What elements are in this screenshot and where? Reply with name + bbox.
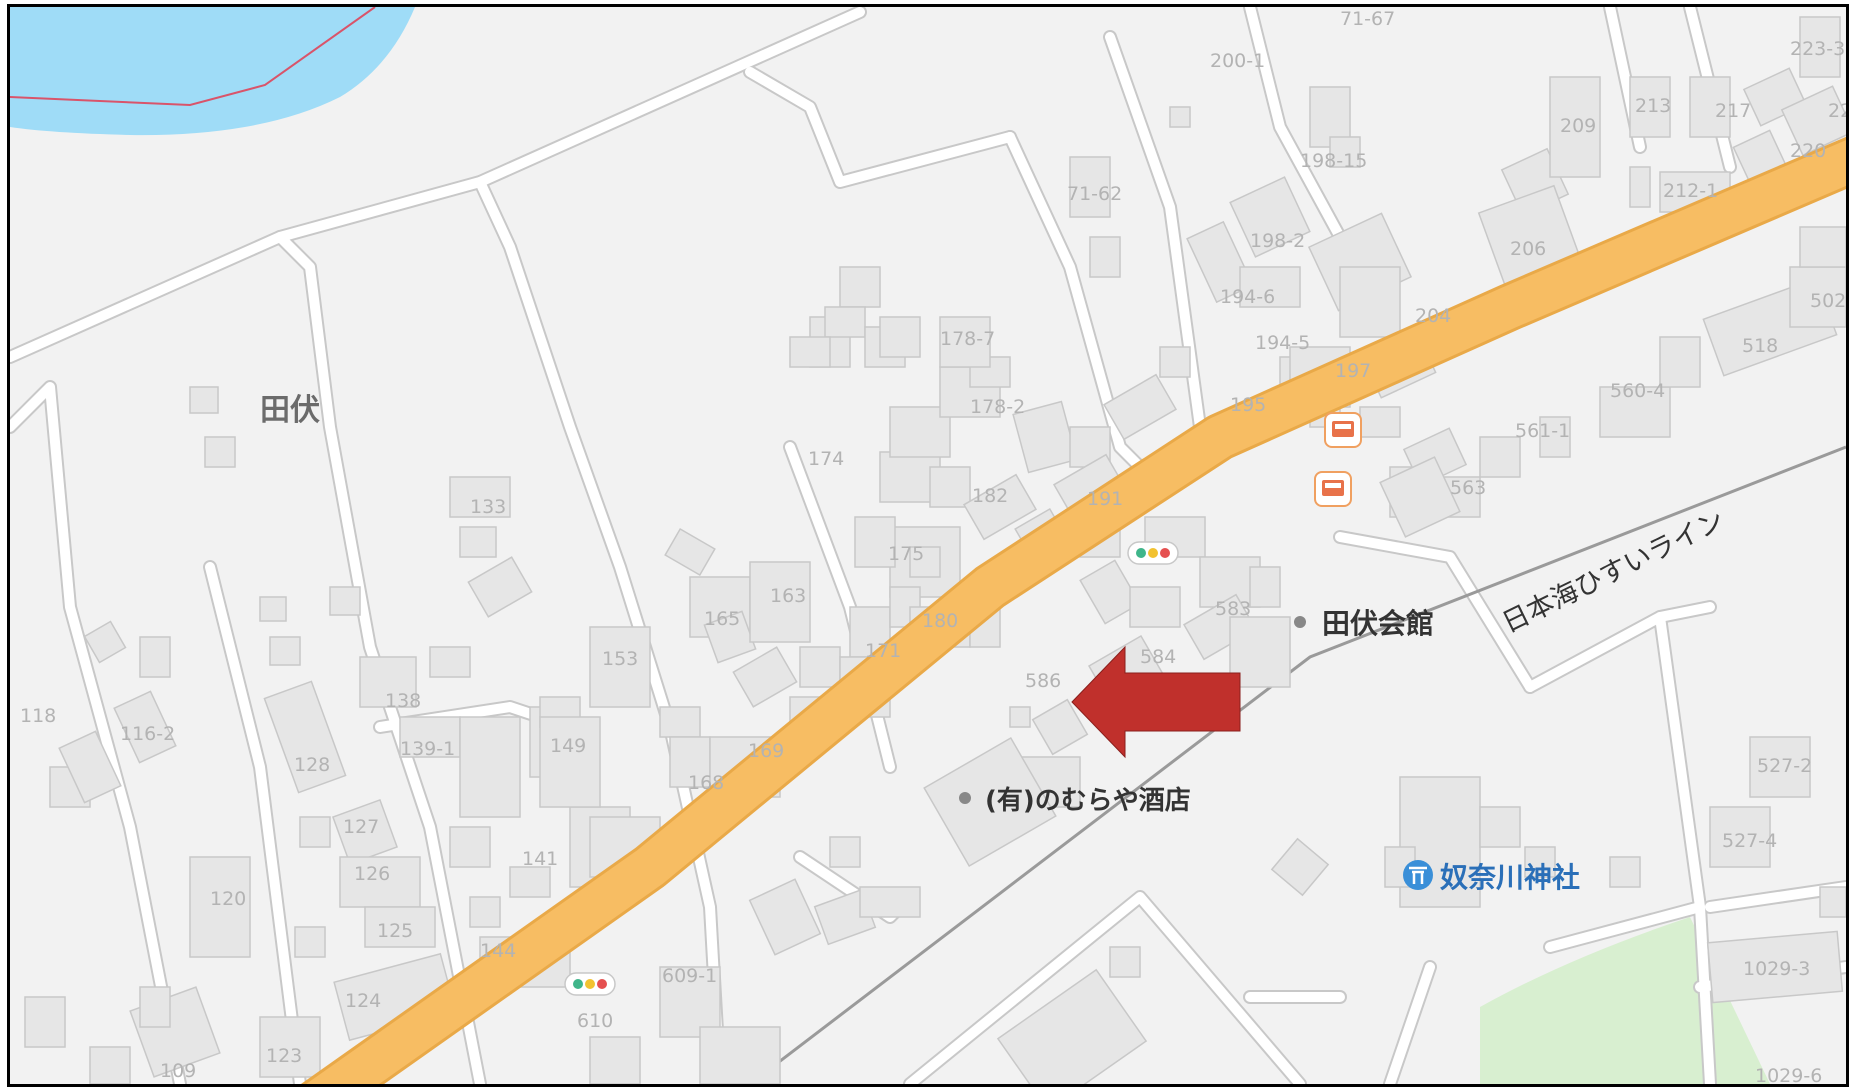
house-number: 126 — [354, 863, 390, 885]
house-number: 120 — [210, 888, 246, 910]
house-number: 153 — [602, 648, 638, 670]
house-number: 206 — [1510, 238, 1546, 260]
railway-line — [749, 445, 1846, 1084]
poi-hall[interactable]: 田伏会館 — [1294, 607, 1434, 640]
minor-roads-inner — [10, 7, 1846, 1084]
national-highway — [300, 136, 1846, 1084]
poi-shop[interactable]: (有)のむらや酒店 — [959, 786, 1191, 816]
poi-shop-label: (有)のむらや酒店 — [985, 786, 1191, 816]
house-number: 128 — [294, 754, 330, 776]
house-number: 174 — [808, 448, 844, 470]
house-number: 1029-3 — [1743, 958, 1810, 980]
house-number: 182 — [972, 485, 1008, 507]
water-body — [10, 7, 415, 136]
house-number: 195 — [1230, 394, 1266, 416]
poi-dot-icon — [959, 792, 971, 804]
house-number: 527-2 — [1757, 755, 1812, 777]
house-number: 584 — [1140, 646, 1176, 668]
house-number: 586 — [1025, 670, 1061, 692]
house-number: 180 — [922, 610, 958, 632]
railway-label: 日本海ひすいライン — [1497, 505, 1729, 639]
poi-shrine-label: 奴奈川神社 — [1439, 861, 1580, 894]
bus-stop-icon[interactable] — [1324, 412, 1362, 448]
traffic-signal-icon[interactable] — [1127, 541, 1179, 565]
house-number: 194-6 — [1220, 286, 1275, 308]
house-number: 610 — [577, 1010, 613, 1032]
house-number: 133 — [470, 496, 506, 518]
house-number: 71-62 — [1067, 183, 1122, 205]
house-number: 583 — [1215, 598, 1251, 620]
house-number: 165 — [704, 608, 740, 630]
house-number: 609-1 — [662, 965, 717, 987]
poi-dot-icon — [1294, 616, 1306, 628]
house-number: 123 — [266, 1045, 302, 1067]
house-number: 149 — [550, 735, 586, 757]
house-number: 163 — [770, 585, 806, 607]
house-number: 527-4 — [1722, 830, 1777, 852]
house-number: 178-7 — [940, 328, 995, 350]
house-number: 209 — [1560, 115, 1596, 137]
house-number: 197 — [1335, 360, 1371, 382]
house-number: 178-2 — [970, 396, 1025, 418]
red-arrow-pointer — [1071, 645, 1241, 759]
house-number: 127 — [343, 816, 379, 838]
house-number: 144 — [480, 940, 516, 962]
house-number: 221 — [1828, 100, 1846, 122]
house-number: 171 — [865, 640, 901, 662]
house-number: 1029-6 — [1755, 1065, 1822, 1084]
shrine-icon — [1403, 860, 1433, 890]
buildings — [24, 16, 1846, 1084]
house-number: 109 — [160, 1060, 196, 1082]
house-number: 125 — [377, 920, 413, 942]
house-number: 141 — [522, 848, 558, 870]
house-number: 561-1 — [1515, 420, 1570, 442]
house-number: 223-3 — [1790, 38, 1845, 60]
map-canvas[interactable]: 71-67 200-1 223-3 221 213 217 209 220 19… — [10, 7, 1846, 1084]
boundary-line — [10, 7, 376, 107]
poi-shrine[interactable]: 奴奈川神社 — [1403, 860, 1580, 894]
house-number: 213 — [1635, 95, 1671, 117]
house-number: 194-5 — [1255, 332, 1310, 354]
house-number: 502 — [1810, 290, 1846, 312]
bus-stop-icon[interactable] — [1314, 471, 1352, 507]
house-number: 71-67 — [1340, 8, 1395, 30]
traffic-signal-icon[interactable] — [564, 972, 616, 996]
house-number: 560-4 — [1610, 380, 1665, 402]
house-number: 563 — [1450, 477, 1486, 499]
house-number: 168 — [688, 772, 724, 794]
house-number: 212-1 — [1663, 180, 1718, 202]
house-number: 198-15 — [1300, 150, 1367, 172]
house-number: 198-2 — [1250, 230, 1305, 252]
house-number: 139-1 — [400, 738, 455, 760]
house-number: 217 — [1715, 100, 1751, 122]
house-number: 169 — [748, 740, 784, 762]
house-number: 175 — [888, 543, 924, 565]
poi-hall-label: 田伏会館 — [1322, 607, 1434, 640]
house-number: 191 — [1087, 488, 1123, 510]
house-number: 118 — [20, 705, 56, 727]
house-numbers: 71-67 200-1 223-3 221 213 217 209 220 19… — [20, 8, 1846, 1084]
house-number: 518 — [1742, 335, 1778, 357]
house-number: 220 — [1790, 140, 1826, 162]
house-number: 124 — [345, 990, 381, 1012]
house-number: 116-2 — [120, 723, 175, 745]
map-view[interactable]: 71-67 200-1 223-3 221 213 217 209 220 19… — [7, 4, 1849, 1087]
house-number: 200-1 — [1210, 50, 1265, 72]
house-number: 204 — [1415, 305, 1451, 327]
house-number: 138 — [385, 690, 421, 712]
area-label: 田伏 — [260, 393, 320, 428]
